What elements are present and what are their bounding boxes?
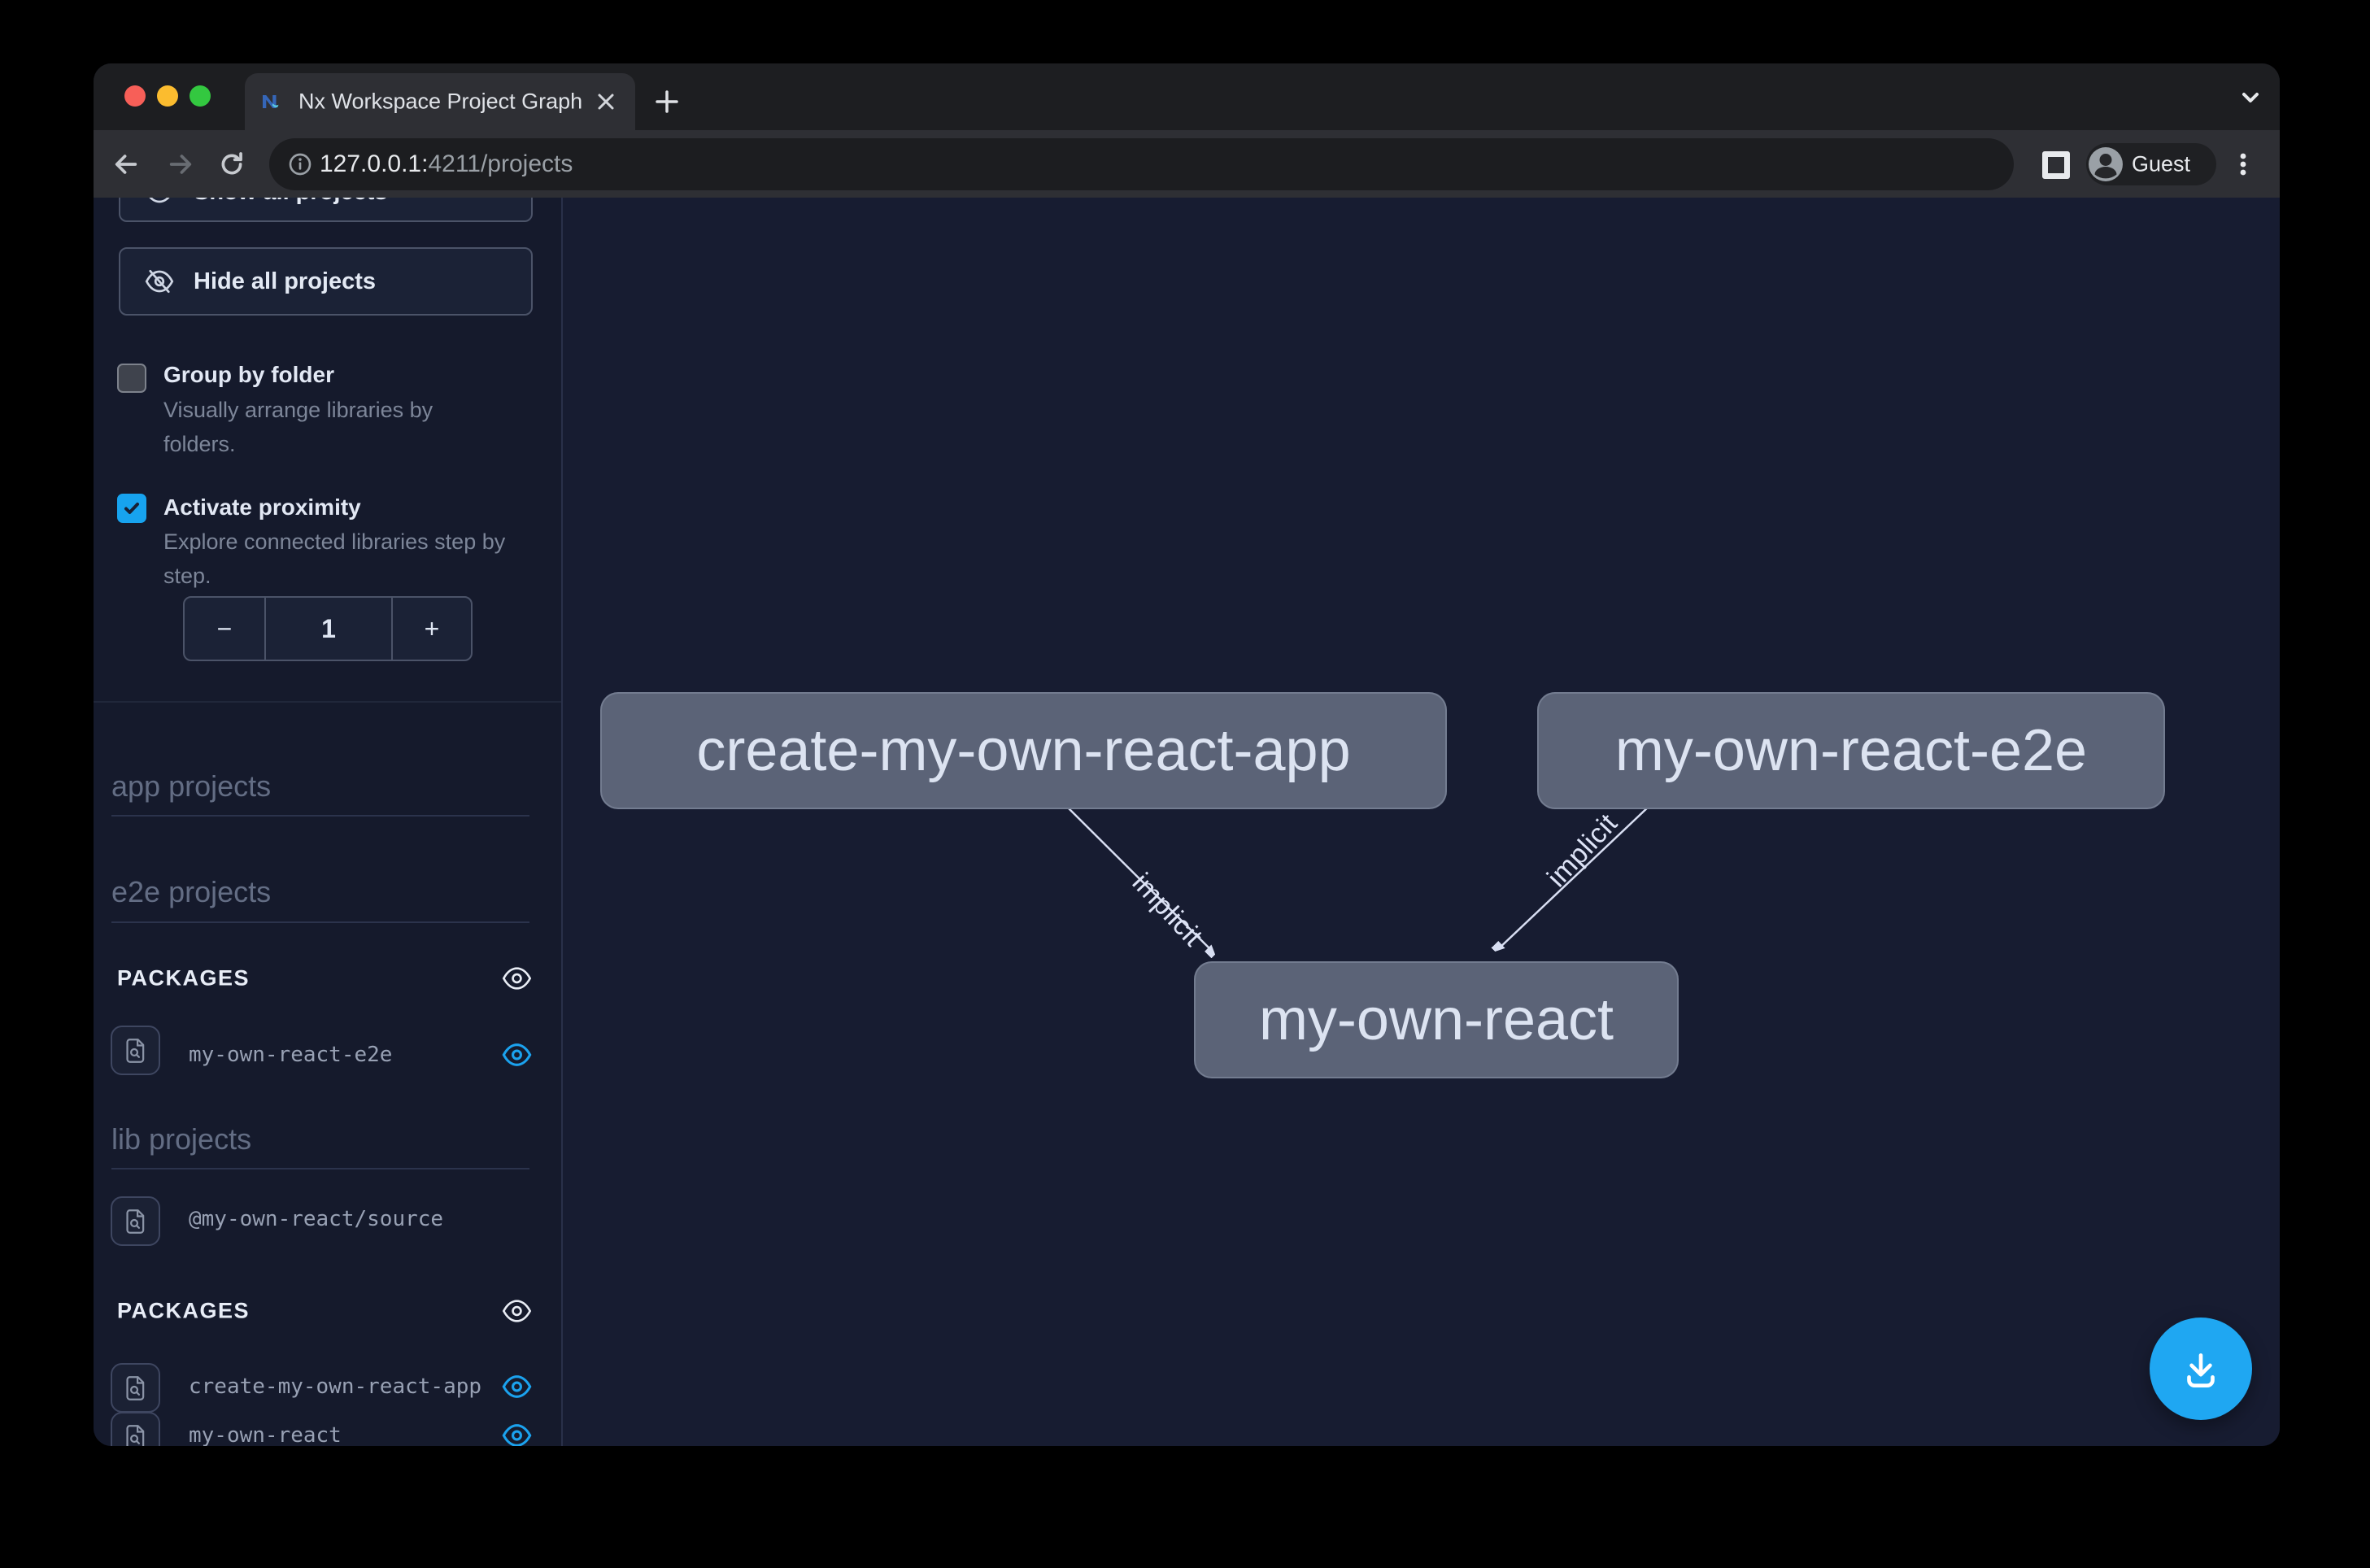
project-graph-canvas[interactable]: implicit implicit create-my-own-react-ap…	[563, 198, 2280, 1446]
browser-window: Nx Workspace Project Graph	[94, 63, 2280, 1446]
file-search-icon	[111, 1363, 160, 1413]
side-panel-icon[interactable]	[2042, 151, 2070, 179]
file-search-icon	[111, 1412, 160, 1446]
packages-header-lib: PACKAGES	[117, 1298, 251, 1323]
url-text: 127.0.0.1:4211/projects	[320, 150, 573, 178]
file-search-icon	[111, 1026, 160, 1075]
focus-eye-icon[interactable]	[502, 1372, 532, 1402]
tab-bar: Nx Workspace Project Graph	[94, 63, 2280, 130]
project-name[interactable]: my-own-react-e2e	[189, 1043, 393, 1067]
reload-icon[interactable]	[218, 150, 246, 178]
increment-button[interactable]: +	[424, 613, 440, 643]
project-name[interactable]: @my-own-react/source	[189, 1207, 444, 1231]
window-zoom-icon[interactable]	[190, 85, 211, 107]
url-host: 127.0.0.1:	[320, 150, 429, 177]
packages-eye-icon[interactable]	[502, 964, 532, 994]
download-icon	[2187, 1353, 2215, 1388]
new-tab-icon[interactable]	[651, 85, 683, 118]
avatar	[2088, 146, 2124, 182]
back-icon[interactable]	[112, 150, 140, 178]
focus-eye-icon[interactable]	[502, 1421, 532, 1446]
graph-node-my-own-react-e2e[interactable]: my-own-react-e2e	[1537, 692, 2165, 809]
hide-all-projects-label: Hide all projects	[194, 268, 377, 294]
lib-projects-header: lib projects	[111, 1122, 529, 1169]
address-bar[interactable]: 127.0.0.1:4211/projects	[269, 138, 2014, 190]
hide-all-projects-button[interactable]: Hide all projects	[119, 247, 533, 316]
activate-proximity-checkbox[interactable]	[117, 494, 146, 523]
profile-name: Guest	[2132, 151, 2191, 176]
graph-edges	[1065, 804, 1651, 1446]
group-by-folder-description: Visually arrange libraries by folders.	[163, 398, 433, 456]
profile-button[interactable]: Guest	[2086, 143, 2216, 185]
download-graph-button[interactable]	[2150, 1318, 2252, 1420]
edge-e2e-to-my-own-react	[1497, 804, 1651, 950]
proximity-depth-stepper: − 1 +	[183, 596, 473, 661]
nx-logo-icon	[259, 89, 284, 114]
tab-title: Nx Workspace Project Graph	[298, 89, 583, 114]
activate-proximity-label: Activate proximity	[163, 494, 361, 520]
window-close-icon[interactable]	[124, 85, 146, 107]
eye-off-icon	[145, 267, 174, 296]
app-projects-header: app projects	[111, 769, 529, 817]
kebab-menu-icon[interactable]	[2229, 150, 2257, 178]
file-search-icon	[111, 1196, 160, 1246]
activate-proximity-description: Explore connected libraries step by step…	[163, 529, 506, 588]
focus-eye-icon[interactable]	[502, 1040, 532, 1070]
window-minimize-icon[interactable]	[157, 85, 178, 107]
proximity-depth-value[interactable]: 1	[264, 598, 393, 660]
browser-tab[interactable]: Nx Workspace Project Graph	[245, 73, 635, 130]
checkbox-check-icon	[124, 503, 139, 514]
tab-close-icon[interactable]	[592, 88, 620, 115]
forward-icon[interactable]	[167, 150, 194, 178]
packages-eye-icon[interactable]	[502, 1296, 532, 1326]
group-by-folder-label: Group by folder	[163, 362, 334, 387]
url-path: 4211/projects	[428, 150, 573, 177]
e2e-projects-header: e2e projects	[111, 875, 529, 923]
edge-create-to-my-own-react	[1065, 804, 1213, 952]
decrement-button[interactable]: −	[216, 613, 233, 643]
group-by-folder-checkbox[interactable]	[117, 364, 146, 393]
project-name[interactable]: create-my-own-react-app	[189, 1374, 482, 1399]
sidebar-divider	[94, 701, 561, 703]
graph-node-create-my-own-react-app[interactable]: create-my-own-react-app	[600, 692, 1447, 809]
project-name[interactable]: my-own-react	[189, 1423, 342, 1446]
graph-node-my-own-react[interactable]: my-own-react	[1194, 961, 1679, 1078]
packages-header-e2e: PACKAGES	[117, 965, 251, 991]
info-icon[interactable]	[287, 151, 313, 177]
tab-search-chevron-icon[interactable]	[2236, 83, 2265, 112]
browser-toolbar: 127.0.0.1:4211/projects Guest	[94, 130, 2280, 198]
sidebar: Show all projects Hide all projects Grou…	[94, 162, 563, 1446]
